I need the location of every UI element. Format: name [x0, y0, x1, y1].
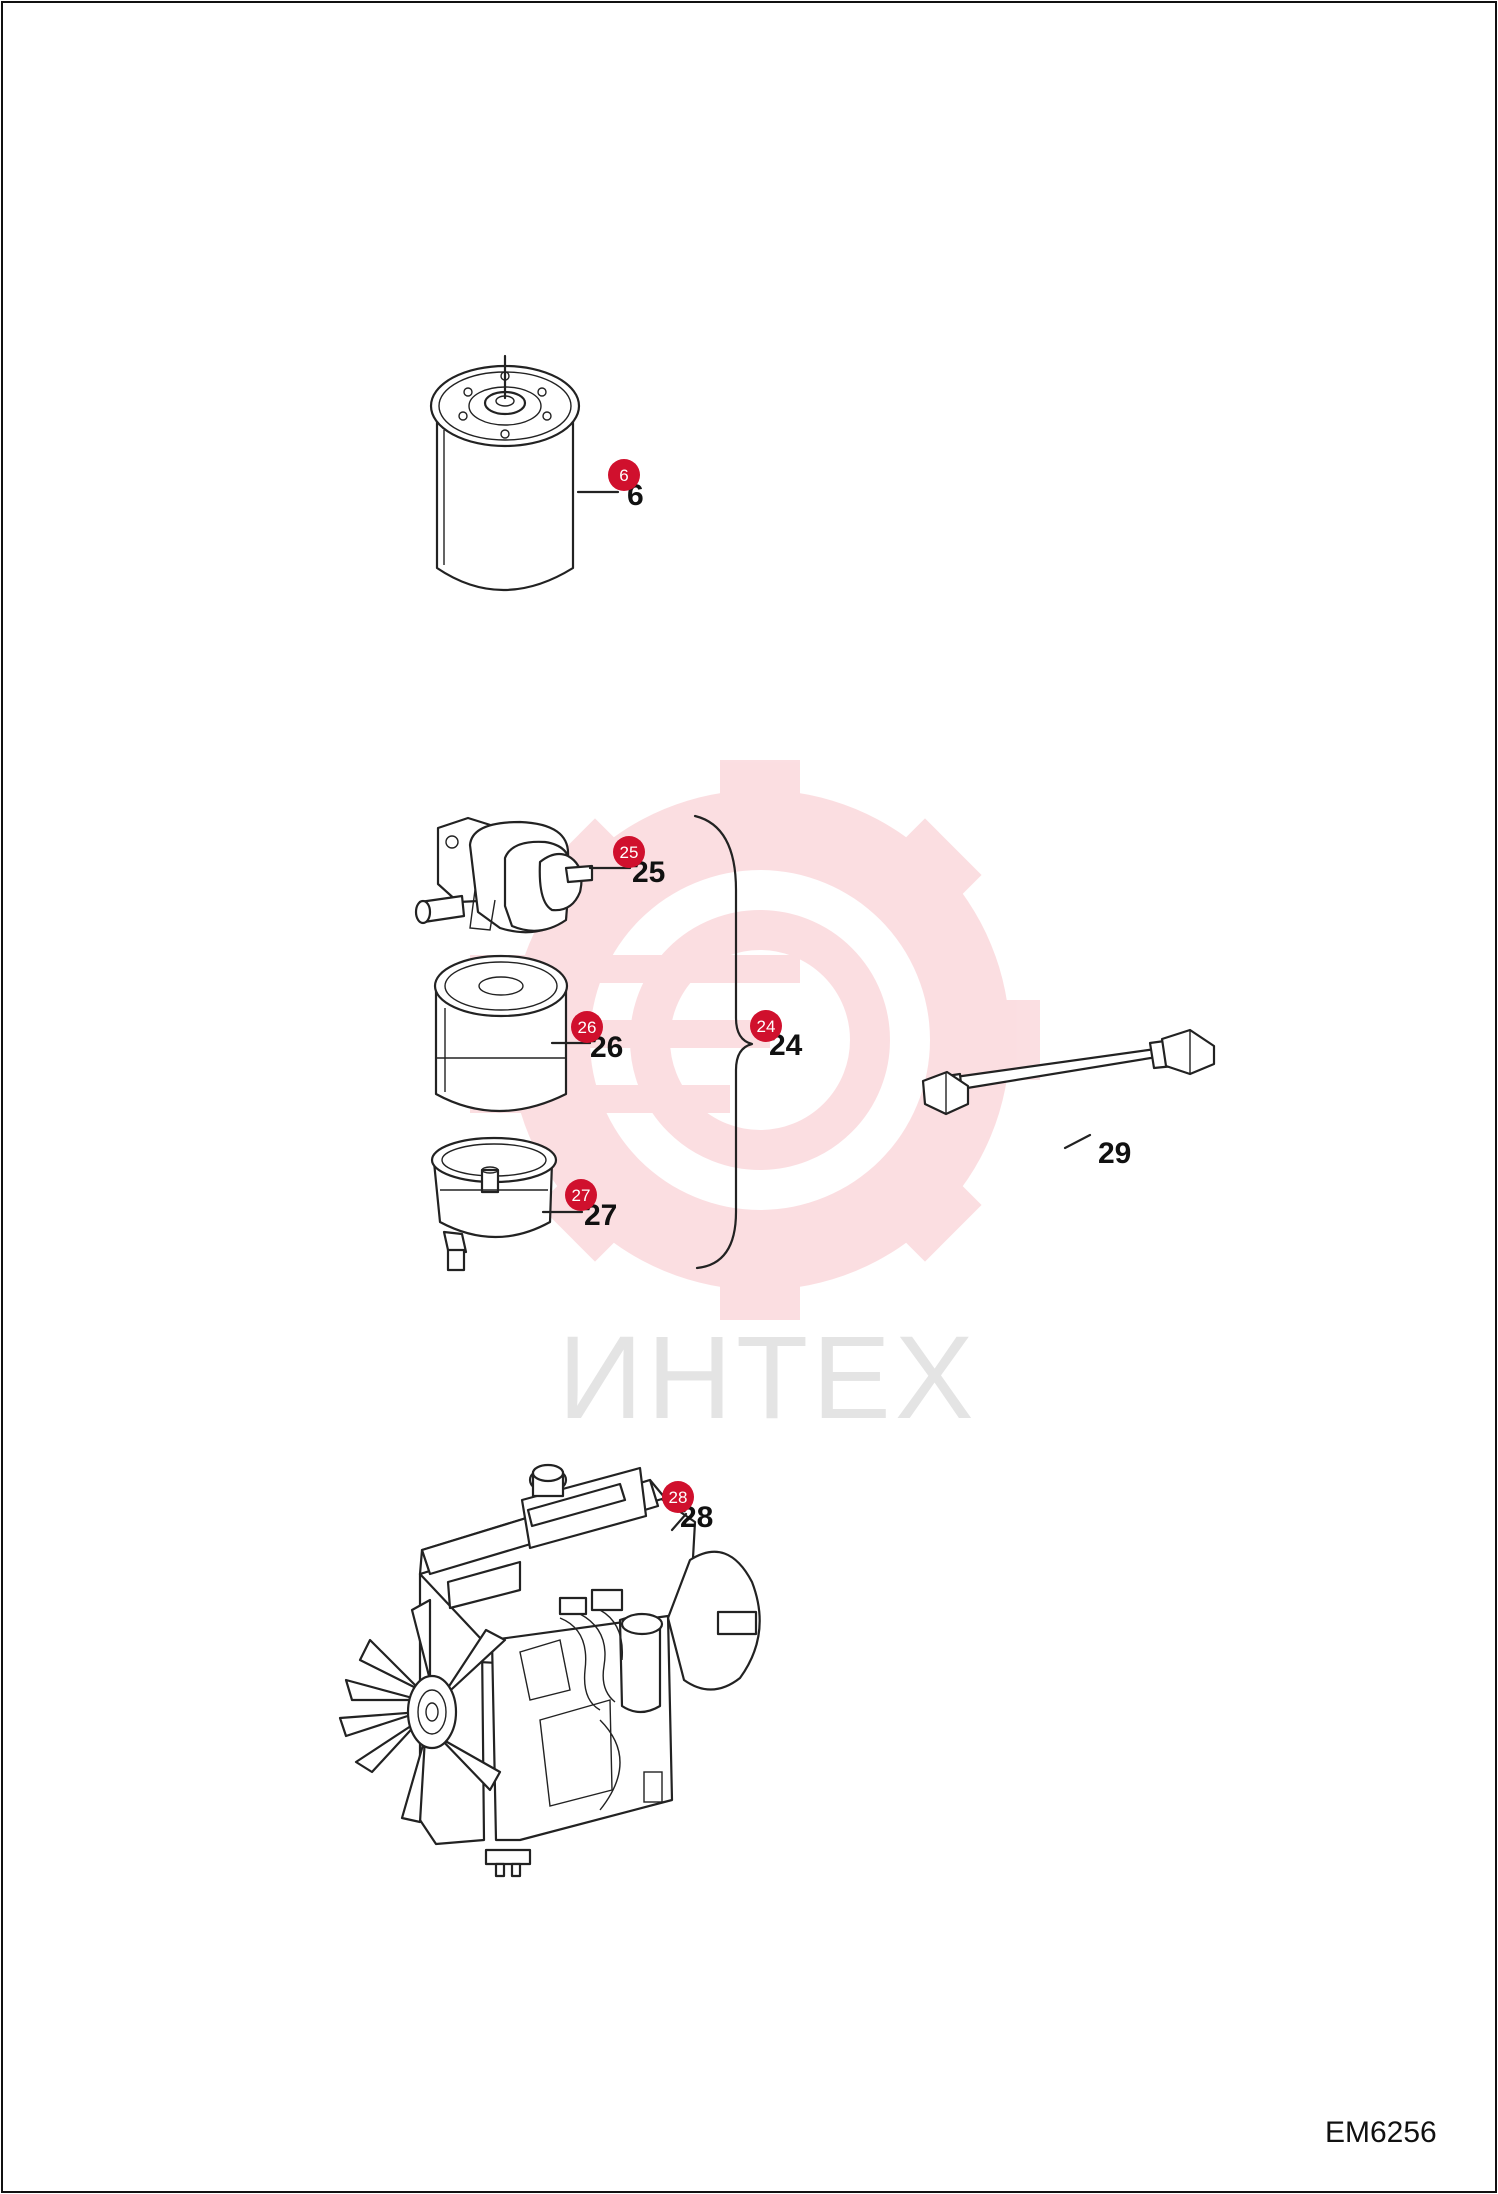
callout-badge-25[interactable] [613, 836, 645, 868]
callout-label-29: 29 [1098, 1137, 1131, 1170]
filter-head-part-25 [414, 816, 594, 934]
fan-icon [338, 1598, 507, 1824]
watermark-text: ИНТЕХ [558, 1312, 978, 1444]
filter-element-part-26 [433, 954, 569, 1113]
callout-badge-text-24: 24 [757, 1017, 776, 1036]
fuel-filter-part-6 [429, 354, 581, 591]
group-brace-24 [693, 814, 754, 1270]
callout-badge-text-28: 28 [669, 1488, 688, 1507]
callout-badge-27[interactable] [565, 1179, 597, 1211]
callout-badge-24[interactable] [750, 1010, 782, 1042]
callout-badge-28[interactable] [662, 1481, 694, 1513]
callout-badge-text-25: 25 [620, 843, 639, 862]
callout-badge-text-6: 6 [619, 466, 628, 485]
callout-badge-6[interactable] [608, 459, 640, 491]
callout-badge-text-26: 26 [578, 1018, 597, 1037]
engine-part-28 [338, 1463, 761, 1878]
callout-badge-text-27: 27 [572, 1186, 591, 1205]
leader-28 [670, 1512, 688, 1532]
fuel-line-part-29 [921, 1028, 1216, 1116]
filter-bowl-part-27 [430, 1136, 558, 1272]
leader-29 [1063, 1133, 1092, 1150]
drawing-code: EM6256 [1325, 2116, 1437, 2149]
callout-badge-26[interactable] [571, 1011, 603, 1043]
